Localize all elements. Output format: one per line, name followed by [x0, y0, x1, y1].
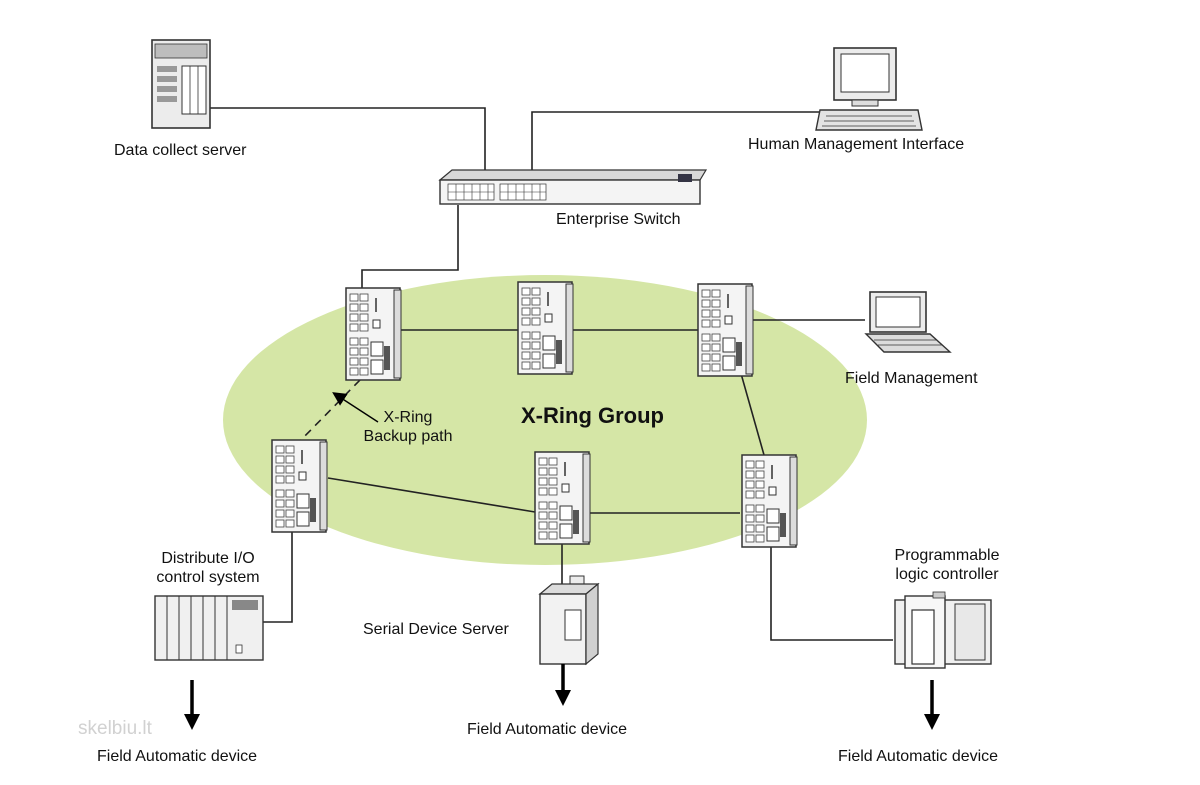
- serial-device-server-icon: [538, 575, 600, 666]
- server-icon: [151, 39, 211, 129]
- field-management-label: Field Management: [845, 370, 978, 387]
- distribute-io-line2: control system: [156, 569, 260, 586]
- enterprise-switch-label: Enterprise Switch: [556, 211, 681, 228]
- xring-backup-label: X-Ring Backup path: [350, 408, 466, 446]
- ring-links: [327, 319, 865, 514]
- ring-switch-bottom-right: [741, 454, 798, 548]
- plc-line1: Programmable: [894, 547, 1000, 564]
- ring-switch-top-center: [517, 281, 574, 375]
- plc-label: Programmable logic controller: [872, 546, 1022, 584]
- serial-device-server-label: Serial Device Server: [363, 621, 509, 638]
- distribute-io-label: Distribute I/O control system: [140, 549, 276, 587]
- field-device-center-label: Field Automatic device: [467, 721, 628, 738]
- field-arrows: [184, 664, 940, 730]
- xring-backup-line2: Backup path: [363, 428, 453, 445]
- backup-path-pointer: [332, 392, 379, 423]
- enterprise-switch-icon: [438, 169, 708, 205]
- distribute-io-line1: Distribute I/O: [161, 550, 255, 567]
- io-rack-icon: [154, 595, 264, 661]
- field-device-left-label: Field Automatic device: [97, 748, 258, 765]
- ring-switch-top-right: [697, 283, 754, 377]
- workstation-icon: [815, 47, 923, 131]
- human-management-interface-label: Human Management Interface: [748, 136, 965, 153]
- xring-backup-line1: X-Ring: [383, 409, 433, 426]
- data-collect-server-label: Data collect server: [114, 142, 247, 159]
- ring-switch-bottom-left: [271, 439, 328, 533]
- field-links: [262, 532, 893, 641]
- watermark: skelbiu.lt: [78, 718, 152, 739]
- backup-path-link: [297, 379, 361, 444]
- ring-switch-bottom-center: [534, 451, 591, 545]
- field-device-right-label: Field Automatic device: [838, 748, 999, 765]
- backbone-links: [210, 107, 820, 288]
- ring-switch-top-left: [345, 287, 402, 381]
- plc-icon: [894, 591, 992, 669]
- laptop-icon: [864, 291, 952, 353]
- xring-group-label: X-Ring Group: [521, 403, 664, 428]
- plc-line2: logic controller: [895, 566, 999, 583]
